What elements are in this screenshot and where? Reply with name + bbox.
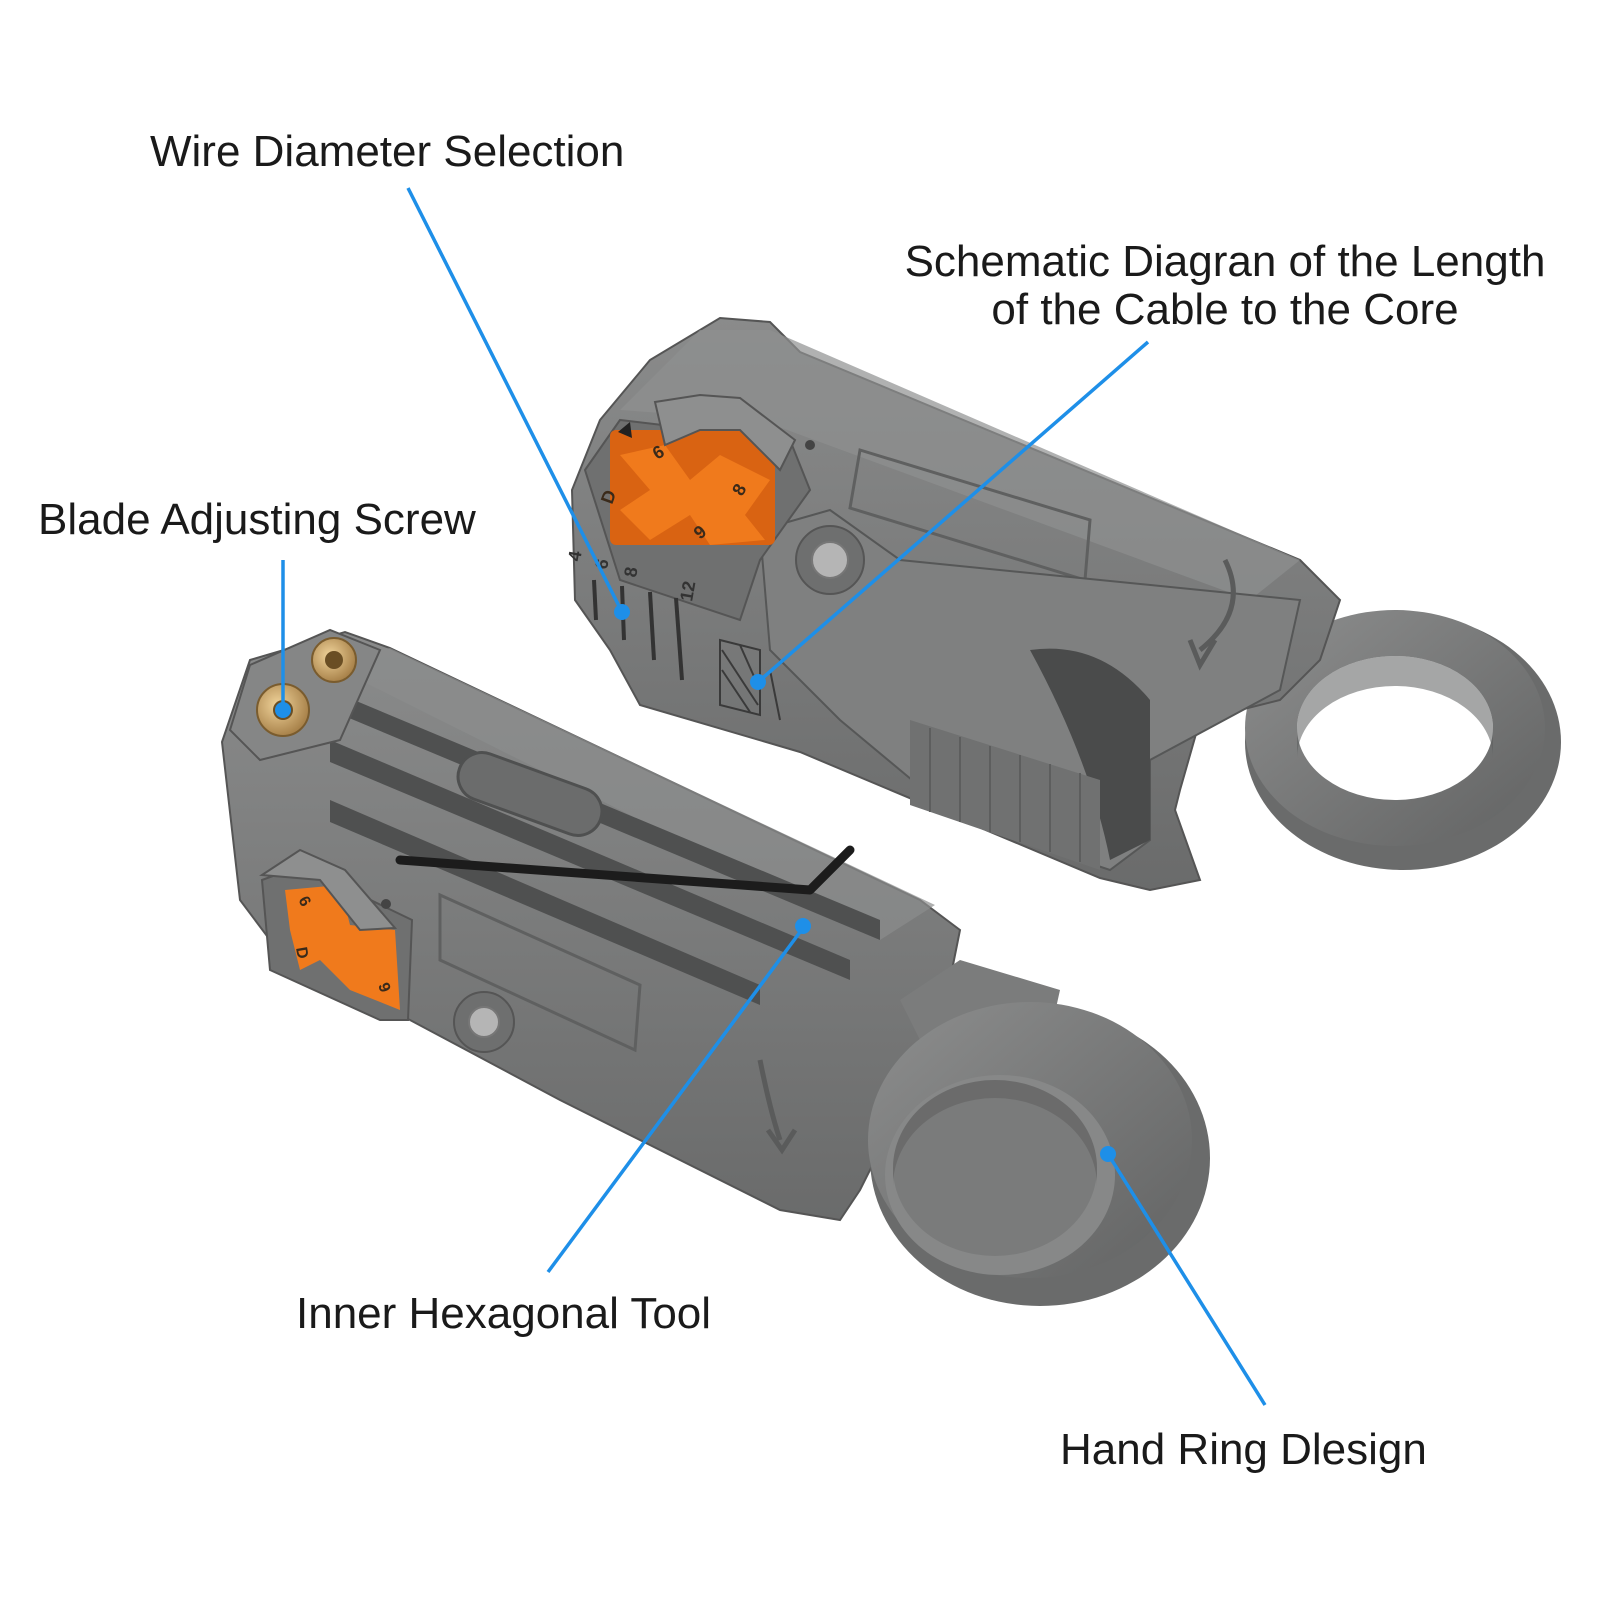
leader-hex-tool (546, 926, 805, 1274)
lower-slots (330, 690, 880, 1005)
dot-hex-tool (795, 918, 811, 934)
dot-wire-diameter (614, 604, 630, 620)
upper-blade-cassette: 6 D 8 9 (597, 430, 775, 545)
upper-hand-ring (1245, 610, 1561, 870)
scale-number-8: 8 (620, 565, 641, 578)
lower-cassette-left-letter: D (292, 946, 311, 960)
leader-dots (275, 604, 1116, 1162)
dot-hand-ring (1100, 1146, 1116, 1162)
dot-blade-screw (275, 702, 291, 718)
scale-number-4: 4 (564, 549, 585, 562)
upper-rotation-arrow (1198, 558, 1236, 652)
callout-schematic-diagram: Schematic Diagran of the Length of the C… (874, 238, 1576, 334)
leader-wire-diameter (406, 187, 624, 613)
callout-schematic-line-2: of the Cable to the Core (991, 285, 1459, 334)
upper-pivot-screw (795, 525, 865, 595)
leader-lines (281, 187, 1267, 1406)
scale-number-12: 12 (676, 579, 699, 602)
leader-schematic (756, 340, 1150, 684)
lower-label-panel (438, 892, 642, 1053)
lower-blade-cassette: 6 D 9 (259, 848, 414, 1021)
lower-hand-ring (868, 960, 1210, 1306)
cassette-left-letter: D (597, 487, 620, 506)
wire-diameter-scale: 4 6 8 12 (564, 549, 699, 681)
dot-schematic (750, 674, 766, 690)
callout-wire-diameter-selection: Wire Diameter Selection (150, 127, 625, 176)
upper-stripper-tool: 6 D 8 9 4 6 8 12 (564, 316, 1561, 892)
lower-pivot-screw (453, 991, 515, 1053)
callout-blade-adjusting-screw: Blade Adjusting Screw (38, 495, 476, 544)
callout-inner-hexagonal-tool: Inner Hexagonal Tool (296, 1289, 712, 1338)
leader-hand-ring (1106, 1153, 1267, 1406)
callout-hand-ring-design: Hand Ring Dlesign (1060, 1425, 1427, 1474)
hex-key-tool (395, 845, 855, 895)
callout-schematic-line-1: Schematic Diagran of the Length (904, 237, 1546, 286)
lower-stripper-tool: 6 D 9 (220, 628, 1210, 1306)
lower-rotation-arrow (757, 1059, 783, 1141)
